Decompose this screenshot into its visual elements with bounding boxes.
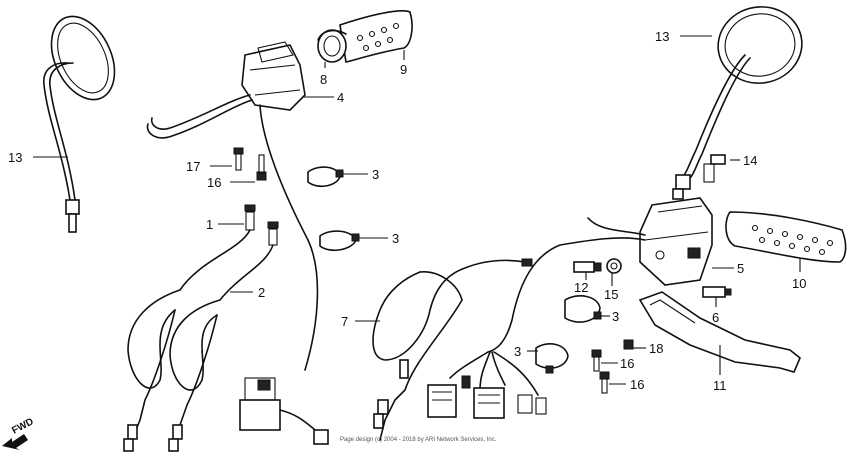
leader-lines (33, 35, 801, 385)
callout-3d: 3 (514, 344, 521, 359)
throttle-cable-2[interactable] (168, 221, 279, 452)
callout-18: 18 (649, 341, 663, 356)
fwd-direction-indicator: FWD (2, 416, 36, 450)
screw-16-right-a[interactable] (591, 349, 602, 372)
callout-3c: 3 (612, 309, 619, 324)
left-grip[interactable] (339, 10, 413, 63)
callout-numbers: 13 4 3 3 17 16 1 2 8 9 13 14 5 10 6 11 7… (8, 29, 806, 393)
right-harness[interactable] (427, 351, 547, 419)
throttle-cable-1[interactable] (123, 204, 256, 452)
pivot-bolt-14[interactable] (703, 154, 726, 183)
copyright-notice: Page design (c) 2004 - 2018 by ARI Netwo… (340, 437, 497, 443)
screw-16-right-b[interactable] (599, 371, 610, 394)
clamp-3b[interactable] (319, 230, 360, 252)
callout-5: 5 (737, 261, 744, 276)
callout-10: 10 (792, 276, 806, 291)
callout-16-right-b: 16 (630, 377, 644, 392)
left-mirror[interactable] (39, 6, 127, 233)
throttle-pipe[interactable] (317, 29, 347, 63)
cable-7[interactable] (372, 258, 533, 441)
callout-14: 14 (743, 153, 757, 168)
clamp-3a[interactable] (307, 166, 344, 188)
callout-15: 15 (604, 287, 618, 302)
callout-2: 2 (258, 285, 265, 300)
right-switch-housing[interactable] (487, 197, 713, 353)
washer-15[interactable] (606, 258, 622, 274)
bolt-17[interactable] (233, 147, 244, 171)
brake-lever[interactable] (638, 291, 801, 373)
callout-16-left: 16 (207, 175, 221, 190)
callout-17: 17 (186, 159, 200, 174)
callout-8: 8 (320, 72, 327, 87)
callout-13-right: 13 (655, 29, 669, 44)
fwd-arrow-icon (2, 434, 28, 450)
left-harness-connector[interactable] (239, 377, 329, 445)
callout-16-right-a: 16 (620, 356, 634, 371)
callout-6: 6 (712, 310, 719, 325)
nut-18[interactable] (623, 339, 634, 350)
callout-11: 11 (713, 378, 727, 393)
switch-6[interactable] (702, 286, 732, 298)
callout-7: 7 (341, 314, 348, 329)
right-mirror[interactable] (672, 0, 808, 200)
left-switch-housing[interactable] (146, 41, 319, 371)
screw-12[interactable] (573, 261, 602, 273)
callout-12: 12 (574, 280, 588, 295)
clamp-3c[interactable] (564, 295, 602, 323)
callout-1: 1 (206, 217, 213, 232)
screw-16-left[interactable] (256, 154, 267, 181)
callout-4: 4 (337, 90, 344, 105)
callout-3b: 3 (392, 231, 399, 246)
fwd-label: FWD (10, 416, 35, 436)
callout-13-left: 13 (8, 150, 22, 165)
right-grip[interactable] (725, 211, 847, 263)
callout-3a: 3 (372, 167, 379, 182)
clamp-3d[interactable] (535, 343, 569, 374)
callout-9: 9 (400, 62, 407, 77)
